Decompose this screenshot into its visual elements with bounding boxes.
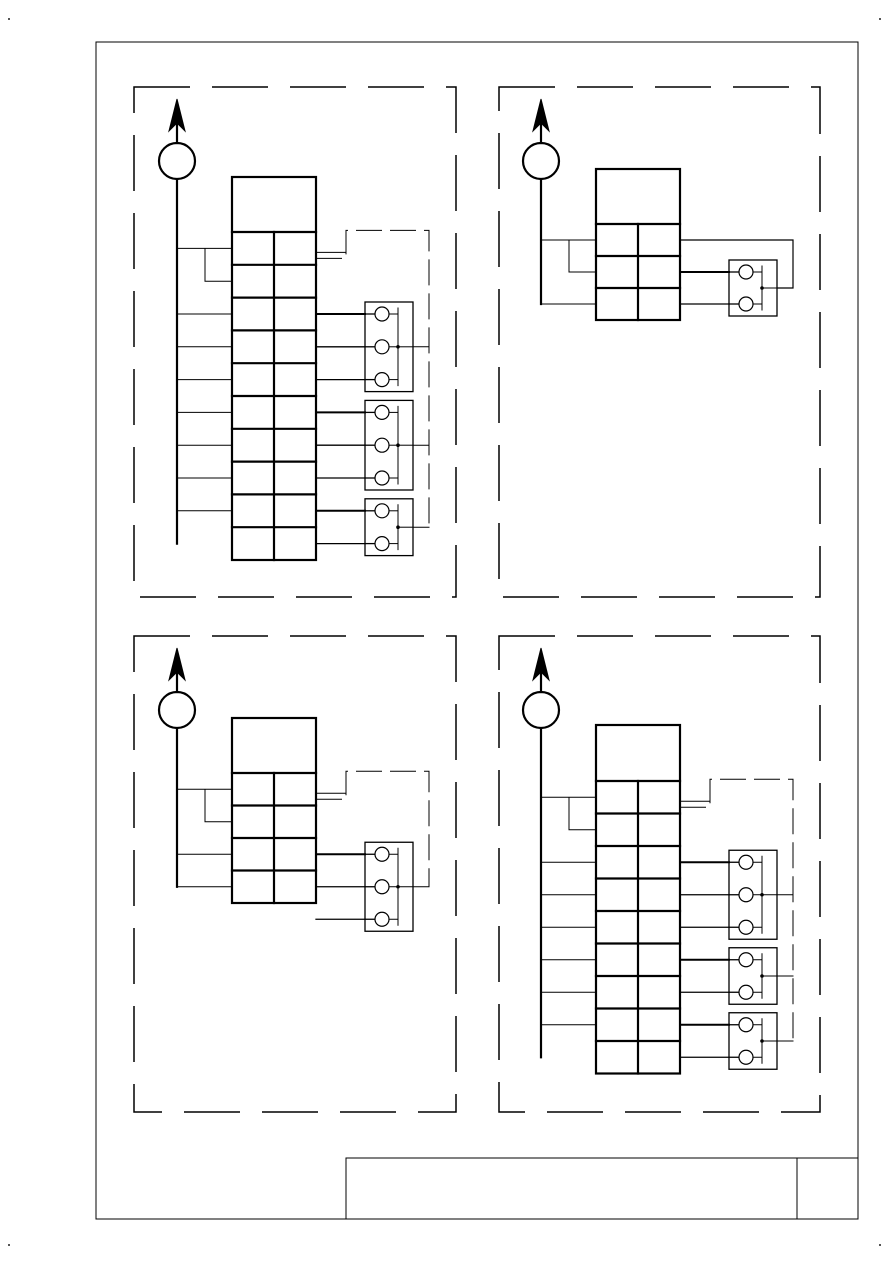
- contact-terminal-icon: [374, 372, 390, 388]
- contact-terminal-icon: [738, 1017, 754, 1033]
- panels-group: [133, 86, 821, 1113]
- dashed-link: [316, 770, 430, 887]
- contact-terminal-icon: [374, 404, 390, 420]
- contact-terminal-icon: [738, 919, 754, 935]
- title-block-box: [345, 1157, 859, 1220]
- bus-tap: [204, 248, 232, 282]
- corner-mark-bottom-right: [879, 1244, 881, 1246]
- contact-terminal-icon: [738, 296, 754, 312]
- panel-bottom-left: [133, 635, 457, 1113]
- contact-group: [679, 1012, 794, 1070]
- panel-top-left: [133, 86, 457, 598]
- dashed-enclosure: [133, 635, 457, 1113]
- dashed-enclosure: [498, 86, 821, 598]
- title-block: [345, 1157, 859, 1220]
- corner-mark-top-left: [8, 18, 10, 20]
- terminal-block: [230, 716, 318, 905]
- bus-node-circle: [521, 141, 561, 181]
- contact-terminal-icon: [738, 1049, 754, 1065]
- contact-terminal-icon: [374, 503, 390, 519]
- dashed-link: [680, 778, 794, 1041]
- contact-terminal-icon: [374, 470, 390, 486]
- bus-node-circle: [521, 690, 561, 730]
- contact-terminal-icon: [738, 887, 754, 903]
- return-wire: [680, 239, 794, 289]
- contact-terminal-icon: [738, 854, 754, 870]
- dashed-enclosure: [133, 86, 457, 598]
- dashed-link: [316, 229, 430, 528]
- arrow-head-icon: [168, 647, 186, 682]
- contact-group: [679, 259, 778, 317]
- arrow-head-icon: [532, 98, 550, 133]
- dashed-enclosure: [498, 635, 821, 1113]
- outer-border: [95, 41, 859, 1220]
- drawing-frame: [95, 41, 859, 1220]
- contact-terminal-icon: [738, 952, 754, 968]
- contact-group: [315, 498, 430, 557]
- bus-tap: [568, 240, 596, 273]
- bus-tap: [204, 789, 232, 823]
- contact-terminal-icon: [374, 911, 390, 927]
- contact-group: [315, 301, 430, 393]
- contact-group: [679, 849, 794, 940]
- corner-mark-bottom-left: [8, 1244, 10, 1246]
- terminal-block: [594, 167, 682, 322]
- contact-terminal-icon: [374, 339, 390, 355]
- contact-group: [315, 841, 430, 932]
- contact-group: [679, 947, 794, 1005]
- contact-terminal-icon: [374, 879, 390, 895]
- corner-mark-top-right: [879, 18, 881, 20]
- bus-node-circle: [157, 141, 197, 181]
- contact-terminal-icon: [738, 264, 754, 280]
- panel-top-right: [498, 86, 821, 598]
- terminal-block: [594, 723, 682, 1075]
- arrow-head-icon: [168, 98, 186, 133]
- panel-bottom-right: [498, 635, 821, 1113]
- contact-terminal-icon: [374, 535, 390, 552]
- arrow-head-icon: [532, 647, 550, 682]
- contact-group: [315, 399, 430, 491]
- contact-terminal-icon: [374, 846, 390, 862]
- contact-terminal-icon: [374, 437, 390, 453]
- bus-tap: [568, 797, 596, 831]
- contact-terminal-icon: [374, 306, 390, 322]
- bus-node-circle: [157, 690, 197, 730]
- terminal-block: [230, 175, 318, 562]
- contact-terminal-icon: [738, 984, 754, 1000]
